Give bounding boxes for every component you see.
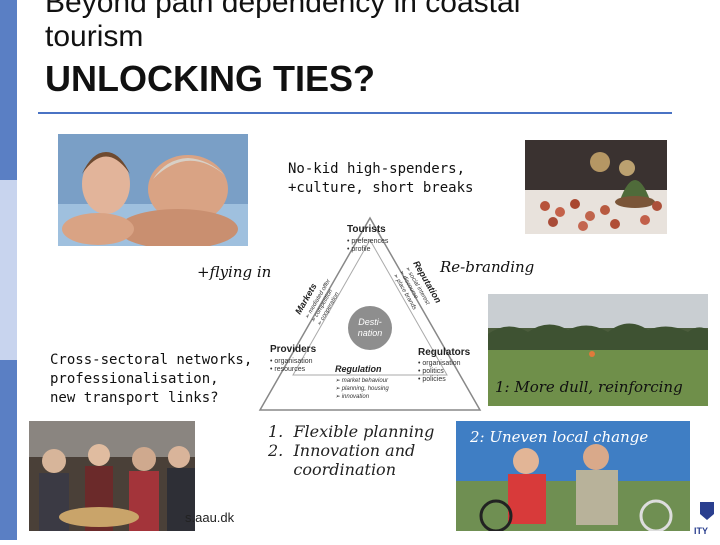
cross-sectoral-annotation: Cross-sectoral networks, professionalisa… — [50, 352, 253, 406]
sidebar-accent-top — [0, 0, 17, 180]
step-item: 1. Flexible planning — [268, 422, 435, 441]
step-item: coordination — [268, 460, 396, 479]
providers-item-2: • resources — [270, 366, 306, 373]
destination-label-2: nation — [358, 328, 383, 338]
regulation-label: Regulation — [335, 364, 382, 374]
regulation-sub-1: ➢ market behaviour — [335, 378, 389, 384]
destination-triangle-diagram: Desti- nation Tourists • preferences • p… — [258, 216, 482, 411]
university-logo: ITY — [690, 500, 720, 540]
steps-list: 1. Flexible planning 2. Innovation and c… — [268, 422, 434, 479]
sidebar-accent-bottom — [0, 360, 17, 540]
logo-text: ITY — [694, 526, 708, 536]
couple-photo — [58, 134, 248, 246]
rebranding-annotation: Re-branding — [440, 258, 535, 276]
flying-annotation: +flying in — [197, 263, 272, 281]
regulators-item-2: • politics — [418, 368, 444, 375]
market-photo — [29, 421, 195, 531]
step-item: 2. Innovation and — [268, 441, 416, 460]
tourists-item-1: • preferences — [347, 238, 389, 245]
slide-heading: UNLOCKING TIES? — [45, 58, 375, 99]
uneven-annotation: 2: Uneven local change — [470, 428, 649, 446]
providers-title: Providers — [270, 344, 317, 355]
food-photo — [525, 140, 667, 234]
dull-annotation: 1: More dull, reinforcing — [495, 378, 683, 396]
footer-url: s.aau.dk — [185, 510, 235, 525]
tourists-item-2: • profile — [347, 246, 371, 253]
regulation-sub-2: ➢ planning, housing — [335, 386, 389, 392]
destination-label-1: Desti- — [358, 317, 382, 327]
regulators-title: Regulators — [418, 347, 471, 358]
slide-title: Beyond path dependency in coastal touris… — [45, 0, 521, 53]
title-divider — [38, 112, 672, 114]
regulators-item-3: • policies — [418, 376, 446, 383]
sidebar-accent-middle — [0, 180, 17, 360]
destination-node — [348, 306, 392, 350]
regulators-item-1: • organisation — [418, 360, 461, 367]
regulation-sub-3: ➢ innovation — [335, 394, 370, 400]
cyclists-photo — [456, 421, 690, 531]
tourists-title: Tourists — [347, 224, 386, 235]
providers-item-1: • organisation — [270, 358, 313, 365]
field-photo — [488, 294, 708, 406]
segment-annotation: No-kid high-spenders, +culture, short br… — [288, 161, 474, 196]
